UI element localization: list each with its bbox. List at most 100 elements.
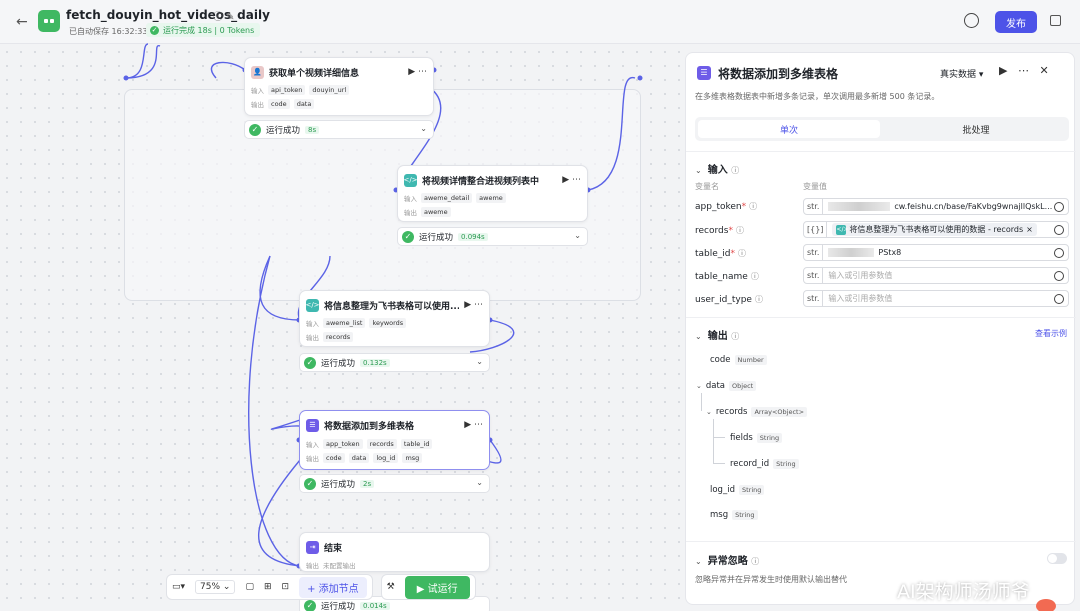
- exception-section-header[interactable]: ⌄异常忽略 ⓘ: [695, 556, 760, 567]
- comment-icon[interactable]: ▢: [245, 582, 254, 592]
- table-name-field[interactable]: str. 输入或引用参数值: [803, 267, 1069, 284]
- history-icon[interactable]: [964, 13, 979, 28]
- node-get-video-detail[interactable]: 👤 获取单个视频详细信息 ▶ ⋯ 输入 api_token douyin_url…: [244, 57, 434, 116]
- input-chip: app_token: [323, 439, 363, 449]
- input-chip: aweme_detail: [421, 193, 473, 203]
- input-chip: records: [366, 439, 397, 449]
- code-icon: </>: [305, 298, 320, 312]
- node-title: 结束: [324, 543, 343, 554]
- ignore-exception-toggle[interactable]: [1047, 553, 1067, 564]
- view-example-link[interactable]: 查看示例: [1035, 329, 1067, 338]
- toolbar-left-group: ▭▾ 75% ⌄ ▢ ⊞ ⊡ + 添加节点: [166, 574, 373, 600]
- try-run-button[interactable]: ▶ 试运行: [404, 575, 470, 599]
- info-icon: ⓘ: [731, 332, 740, 341]
- chevron-down-icon[interactable]: ⌄: [476, 478, 483, 487]
- copy-icon[interactable]: [1050, 15, 1061, 26]
- table-id-field[interactable]: str. PStx8: [803, 244, 1069, 261]
- run-more-icons[interactable]: ▶ ⋯: [562, 175, 581, 185]
- node-run-status[interactable]: ✓ 运行成功 0.094s ⌄: [397, 227, 588, 246]
- run-more-icons[interactable]: ▶ ⋯: [408, 67, 427, 77]
- workflow-app-icon: [38, 10, 60, 32]
- reference-icon[interactable]: [1054, 247, 1064, 258]
- node-inputs: 输入 app_token records table_id: [306, 439, 433, 449]
- records-field[interactable]: [{}] </>将信息整理为飞书表格可以使用的数据 - records ×: [803, 221, 1069, 238]
- node-config-panel: ☰ 将数据添加到多维表格 真实数据 ▾ ▶ ⋯ ✕ 在多维表格数据表中新增多条记…: [685, 52, 1076, 605]
- chevron-down-icon: ⌄: [695, 166, 702, 175]
- table-icon: ☰: [697, 66, 711, 80]
- zoom-select[interactable]: 75% ⌄: [195, 580, 236, 594]
- reference-icon[interactable]: [1054, 270, 1064, 281]
- end-icon: ⇥: [306, 540, 319, 554]
- node-outputs: 输出 aweme: [404, 207, 451, 217]
- debug-icon[interactable]: ⚒: [386, 582, 395, 592]
- success-check-icon: ✓: [249, 123, 261, 136]
- node-run-status[interactable]: ✓ 运行成功 2s ⌄: [299, 474, 490, 493]
- chevron-down-icon: ⌄: [695, 332, 702, 341]
- node-format-for-feishu[interactable]: </> 将信息整理为飞书表格可以使用... ▶ ⋯ 输入 aweme_list …: [299, 290, 490, 347]
- node-inputs: 输入 aweme_detail aweme: [404, 193, 506, 203]
- app-title: fetch_douyin_hot_videos_daily: [66, 8, 270, 22]
- tree-connector: [701, 393, 702, 411]
- node-outputs: 输出 code data: [251, 99, 315, 109]
- chevron-down-icon: ⌄: [706, 408, 712, 416]
- tree-connector: [713, 419, 714, 463]
- reference-icon[interactable]: [1054, 293, 1064, 304]
- blurred-region: [828, 202, 891, 211]
- fit-view-icon[interactable]: ⊡: [281, 582, 290, 592]
- panel-actions[interactable]: ▶ ⋯ ✕: [999, 64, 1049, 77]
- info-icon: ⓘ: [731, 166, 740, 175]
- input-chip: keywords: [369, 318, 407, 328]
- data-mode-select[interactable]: 真实数据 ▾: [940, 70, 984, 80]
- output-section-header[interactable]: ⌄输出 ⓘ: [695, 331, 740, 342]
- input-chip: aweme: [476, 193, 506, 203]
- node-merge-video-list[interactable]: </> 将视频详情整合进视频列表中 ▶ ⋯ 输入 aweme_detail aw…: [397, 165, 588, 222]
- reference-chip[interactable]: </>将信息整理为飞书表格可以使用的数据 - records ×: [832, 223, 1037, 236]
- toolbar-right-group: ⚒ ▶ 试运行: [380, 574, 476, 600]
- app-token-field[interactable]: str. cw.feishu.cn/base/FaKvbg9wnajllQskL…: [803, 198, 1069, 215]
- chevron-down-icon[interactable]: ⌄: [476, 357, 483, 366]
- autosave-status: 已自动保存 16:32:33: [69, 27, 148, 36]
- success-check-icon: ✓: [304, 599, 316, 611]
- back-arrow-icon[interactable]: ←: [16, 14, 28, 30]
- run-more-icons[interactable]: ▶ ⋯: [464, 300, 483, 310]
- node-title: 获取单个视频详细信息: [269, 68, 360, 79]
- success-check-icon: ✓: [304, 356, 316, 369]
- node-outputs: 输出 未配置输出: [306, 562, 356, 570]
- user-id-type-field[interactable]: str. 输入或引用参数值: [803, 290, 1069, 307]
- run-mode-tabs: 单次 批处理: [695, 117, 1069, 141]
- divider: [686, 317, 1076, 318]
- watermark-avatar: [1036, 599, 1056, 611]
- output-chip: code: [323, 453, 345, 463]
- chevron-down-icon[interactable]: ⌄: [420, 124, 427, 133]
- success-check-icon: ✓: [304, 477, 316, 490]
- input-section-header[interactable]: ⌄输入 ⓘ: [695, 165, 740, 176]
- add-node-button[interactable]: + 添加节点: [299, 576, 367, 598]
- output-chip: code: [268, 99, 290, 109]
- reference-icon[interactable]: [1054, 201, 1064, 212]
- code-icon: </>: [836, 224, 849, 235]
- node-run-status[interactable]: ✓ 运行成功 0.132s ⌄: [299, 353, 490, 372]
- reference-icon[interactable]: [1054, 224, 1064, 235]
- output-chip: data: [293, 99, 315, 109]
- tree-connector: [713, 437, 725, 438]
- input-chip: aweme_list: [323, 318, 366, 328]
- node-add-to-bitable[interactable]: ☰ 将数据添加到多维表格 ▶ ⋯ 输入 app_token records ta…: [299, 410, 490, 470]
- layout-icon[interactable]: ⊞: [263, 582, 272, 592]
- tab-batch[interactable]: 批处理: [962, 125, 990, 136]
- tab-single[interactable]: 单次: [698, 120, 880, 138]
- chevron-down-icon[interactable]: ⌄: [574, 231, 581, 240]
- param-table-id: table_id*ⓘ: [695, 249, 747, 259]
- run-more-icons[interactable]: ▶ ⋯: [464, 420, 483, 430]
- node-inputs: 输入 api_token douyin_url: [251, 85, 350, 95]
- publish-button[interactable]: 发布: [995, 11, 1037, 33]
- node-run-status[interactable]: ✓ 运行成功 8s ⌄: [244, 120, 434, 139]
- node-inputs: 输入 aweme_list keywords: [306, 318, 407, 328]
- param-records: records*ⓘ: [695, 226, 744, 236]
- node-end[interactable]: ⇥ 结束 输出 未配置输出: [299, 532, 490, 572]
- minimap-icon[interactable]: ▭▾: [172, 582, 186, 592]
- info-edit-icons[interactable]: ⓘ ✎: [213, 12, 235, 23]
